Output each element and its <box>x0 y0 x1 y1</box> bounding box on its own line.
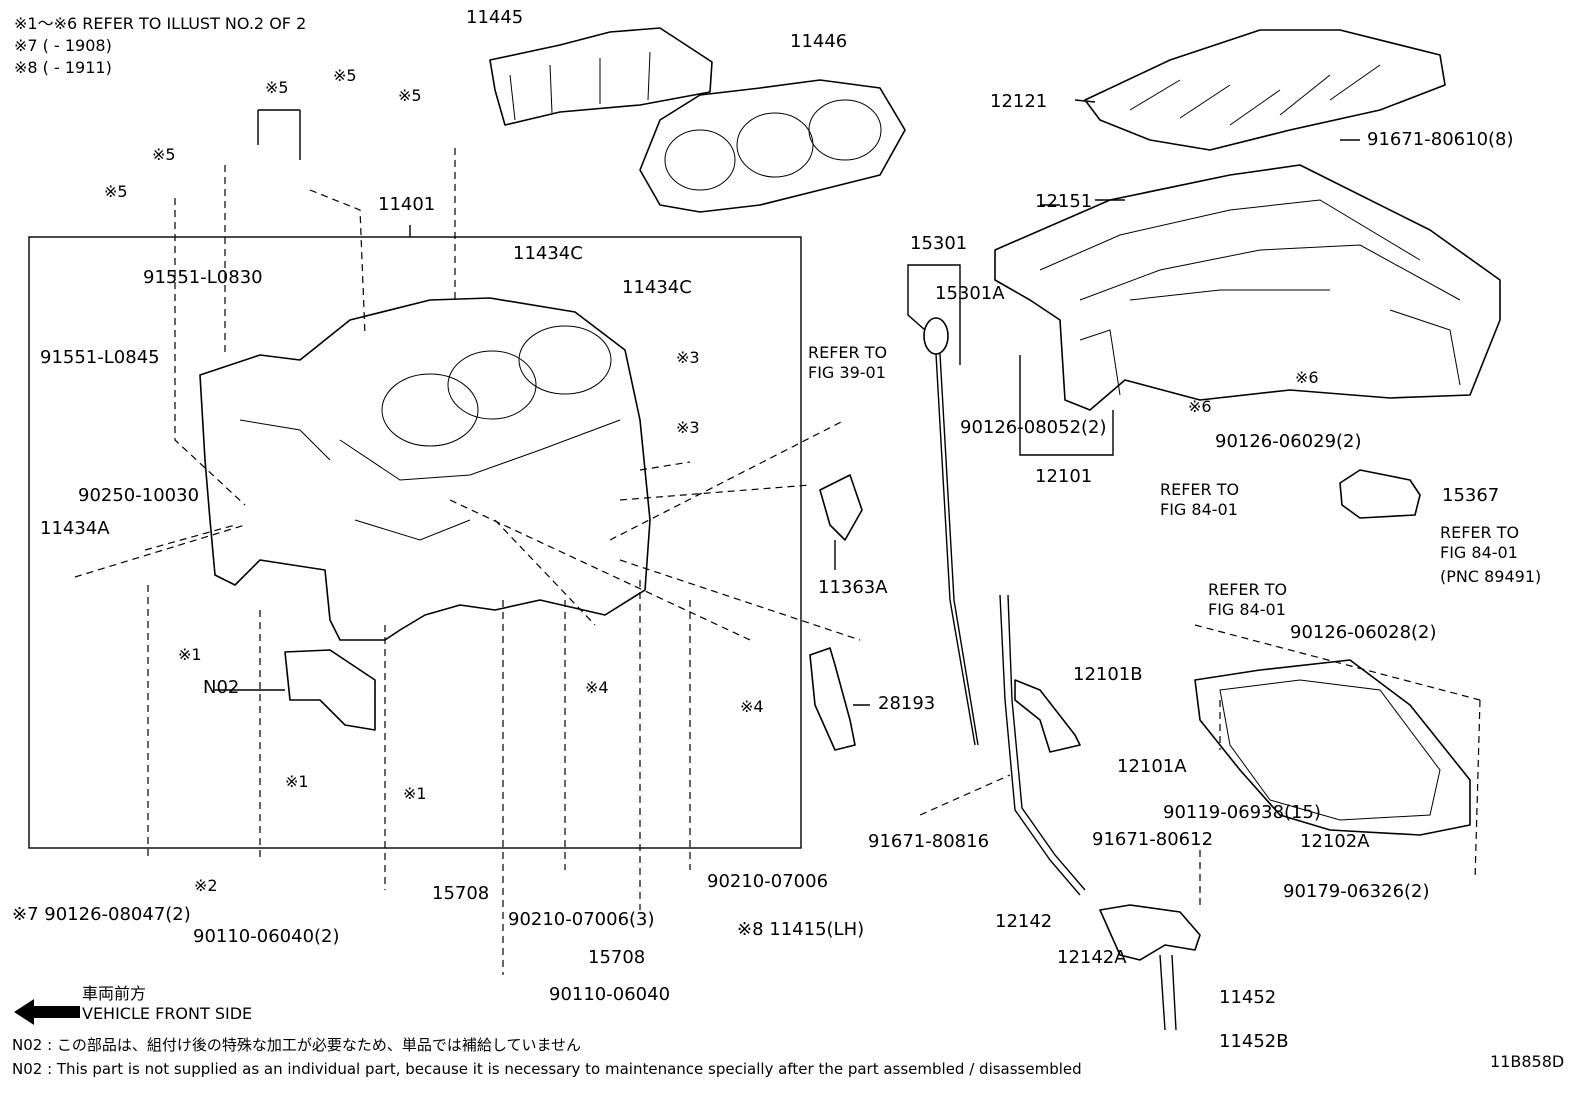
label-90110-06040: 90110-06040 <box>549 984 671 1005</box>
label-m2: ※2 <box>194 876 218 895</box>
legend-front-jp: 車両前方 <box>82 984 147 1003</box>
label-12101B: 12101B <box>1073 664 1143 685</box>
label-12101A: 12101A <box>1117 756 1187 777</box>
part-11452-strainer <box>1099 904 1201 1031</box>
label-90210-07006: 90210-07006 <box>707 871 829 892</box>
label-m6-a: ※6 <box>1295 368 1319 387</box>
vehicle-front-arrow-icon <box>14 999 80 1025</box>
label-11363A: 11363A <box>818 577 888 598</box>
label-11446: 11446 <box>790 31 848 52</box>
header-note-1: ※1～※6 REFER TO ILLUST NO.2 OF 2 <box>14 14 307 33</box>
label-12121: 12121 <box>990 91 1048 112</box>
label-15708-a: 15708 <box>432 883 490 904</box>
part-28193-bracket <box>809 647 856 751</box>
label-m5-e: ※5 <box>104 182 128 201</box>
label-m1-a: ※1 <box>178 645 202 664</box>
part-15301-dipstick <box>923 317 979 746</box>
label-91671-80610: 91671-80610(8) <box>1367 129 1514 150</box>
label-m5-c: ※5 <box>398 86 422 105</box>
label-m1-c: ※1 <box>403 784 427 803</box>
label-11401: 11401 <box>378 194 436 215</box>
header-note-2: ※7 ( - 1908) <box>14 36 112 55</box>
label-m3-a: ※3 <box>676 348 700 367</box>
label-m6-b: ※6 <box>1188 397 1212 416</box>
label-91551-L0830: 91551-L0830 <box>143 267 263 288</box>
label-N02: N02 <box>203 677 240 698</box>
label-pnc-89491: (PNC 89491) <box>1440 567 1542 586</box>
part-N02-cap <box>284 649 376 731</box>
label-15301A: 15301A <box>935 283 1005 304</box>
label-11452: 11452 <box>1219 987 1277 1008</box>
part-12142-guide <box>999 594 1086 896</box>
part-11446-gasket <box>639 79 906 213</box>
label-m5-a: ※5 <box>265 78 289 97</box>
label-12142A: 12142A <box>1057 947 1127 968</box>
label-11434A: 11434A <box>40 518 110 539</box>
label-m1-b: ※1 <box>285 772 309 791</box>
label-refer-fig84-b: REFER TO FIG 84-01 <box>1440 523 1520 562</box>
label-m7-90126-08047: ※7 90126-08047(2) <box>12 904 191 925</box>
part-12121-baffle <box>1084 29 1446 151</box>
label-m4-b: ※4 <box>740 697 764 716</box>
part-11363A-bracket <box>819 474 863 541</box>
label-refer-fig84-a: REFER TO FIG 84-01 <box>1160 480 1240 519</box>
label-refer-fig84-c: REFER TO FIG 84-01 <box>1208 580 1288 619</box>
label-91551-L0845: 91551-L0845 <box>40 347 160 368</box>
legend-front-en: VEHICLE FRONT SIDE <box>82 1004 253 1023</box>
label-11452B: 11452B <box>1219 1031 1289 1052</box>
part-11445-cover <box>489 27 713 126</box>
label-90210-07006-3: 90210-07006(3) <box>508 909 655 930</box>
label-m8-11415: ※8 11415(LH) <box>737 919 865 940</box>
footnote-jp: N02 : この部品は、組付け後の特殊な加工が必要なため、単品では補給していませ… <box>12 1036 582 1054</box>
label-refer-fig39: REFER TO FIG 39-01 <box>808 343 888 382</box>
label-28193: 28193 <box>878 693 936 714</box>
label-m3-b: ※3 <box>676 418 700 437</box>
label-12101: 12101 <box>1035 466 1093 487</box>
engine-block-11401 <box>199 297 651 641</box>
header-note-3: ※8 ( - 1911) <box>14 58 112 77</box>
label-90126-08052: 90126-08052(2) <box>960 417 1107 438</box>
label-12142: 12142 <box>995 911 1053 932</box>
label-m5-d: ※5 <box>152 145 176 164</box>
label-90126-06029: 90126-06029(2) <box>1215 431 1362 452</box>
label-15708-b: 15708 <box>588 947 646 968</box>
label-90126-06028: 90126-06028(2) <box>1290 622 1437 643</box>
label-90250-10030: 90250-10030 <box>78 485 200 506</box>
label-12151: 12151 <box>1035 191 1093 212</box>
label-91671-80612: 91671-80612 <box>1092 829 1214 850</box>
footnote-en: N02 : This part is not supplied as an in… <box>12 1060 1082 1078</box>
label-15301: 15301 <box>910 233 968 254</box>
label-90119-06938: 90119-06938(15) <box>1163 802 1321 823</box>
diagram-id: 11B858D <box>1490 1052 1565 1071</box>
label-11445: 11445 <box>466 7 524 28</box>
label-90179-06326: 90179-06326(2) <box>1283 881 1430 902</box>
label-m4-a: ※4 <box>585 678 609 697</box>
label-90110-06040-2: 90110-06040(2) <box>193 926 340 947</box>
label-12102A: 12102A <box>1300 831 1370 852</box>
part-12101-oil-pan <box>994 164 1501 411</box>
label-15367: 15367 <box>1442 485 1500 506</box>
label-11434C-a: 11434C <box>513 243 583 264</box>
label-11434C-b: 11434C <box>622 277 692 298</box>
label-m5-b: ※5 <box>333 66 357 85</box>
label-91671-80816: 91671-80816 <box>868 831 990 852</box>
engine-block-frame <box>28 236 802 849</box>
part-15367-plate <box>1339 469 1421 519</box>
